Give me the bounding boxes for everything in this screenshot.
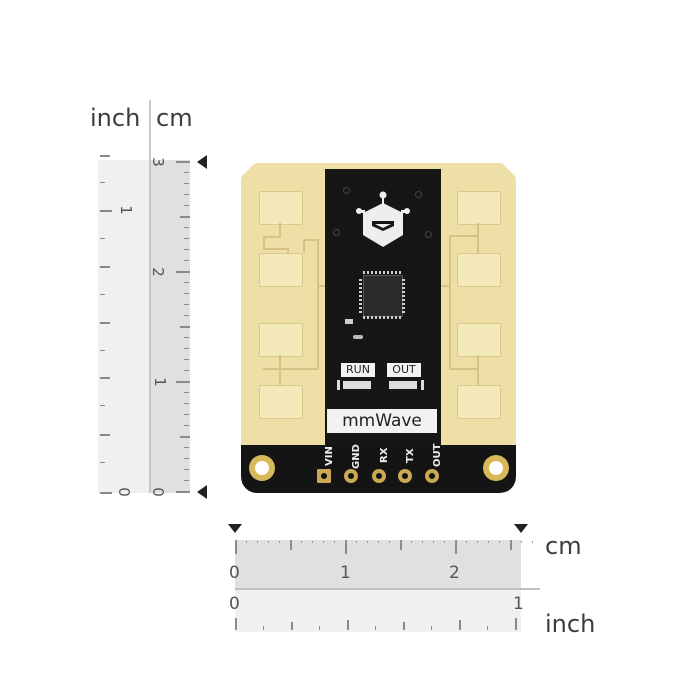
out-led-label: OUT	[387, 363, 421, 377]
vertical-cm-number-2: 2	[149, 267, 167, 277]
horizontal-inch-number-1: 1	[513, 594, 524, 614]
vertical-cm-number-1: 1	[151, 377, 169, 387]
board-name-label: mmWave	[327, 409, 437, 433]
pin-rx	[372, 469, 386, 483]
vertical-ruler-inch-label: inch	[90, 104, 141, 132]
run-led	[343, 381, 371, 389]
out-led	[389, 381, 417, 389]
vertical-inch-number-1: 1	[117, 205, 135, 215]
horizontal-cm-number-1: 1	[340, 563, 351, 583]
vertical-inch-number-0: 0	[115, 487, 133, 497]
vertical-ruler-inch-scale	[98, 160, 150, 493]
top-marker-arrow-icon	[197, 155, 207, 169]
pin-header-area	[241, 445, 516, 493]
left-marker-arrow-icon	[228, 524, 242, 533]
vertical-cm-number-0: 0	[149, 487, 167, 497]
pin-label-rx: RX	[379, 447, 390, 463]
logo-icon	[356, 191, 410, 247]
antenna-pad	[259, 191, 303, 225]
pin-vin	[317, 469, 331, 483]
antenna-pad	[259, 323, 303, 357]
vertical-ruler-cm-label: cm	[156, 104, 193, 132]
vertical-ruler-divider	[149, 100, 151, 493]
horizontal-cm-number-0: 0	[229, 563, 240, 583]
bottom-marker-arrow-icon	[197, 485, 207, 499]
antenna-pad	[259, 385, 303, 419]
horizontal-ruler-inch-label: inch	[545, 610, 596, 638]
horizontal-cm-number-2: 2	[449, 563, 460, 583]
pin-label-out: OUT	[432, 443, 443, 467]
pin-tx	[398, 469, 412, 483]
pin-label-tx: TX	[405, 448, 416, 463]
pin-label-vin: VIN	[324, 446, 335, 466]
radar-chip	[363, 275, 403, 317]
horizontal-ruler-cm-scale	[235, 540, 521, 588]
mounting-hole-right	[483, 455, 509, 481]
horizontal-ruler-inch-scale	[235, 590, 521, 632]
antenna-pad	[457, 385, 501, 419]
antenna-pad	[457, 323, 501, 357]
right-marker-arrow-icon	[514, 524, 528, 533]
antenna-pad	[457, 191, 501, 225]
vertical-cm-number-3: 3	[149, 157, 167, 167]
antenna-pad	[259, 253, 303, 287]
horizontal-ruler-divider	[235, 588, 540, 590]
pin-out	[425, 469, 439, 483]
antenna-pad	[457, 253, 501, 287]
mounting-hole-left	[249, 455, 275, 481]
pin-gnd	[344, 469, 358, 483]
run-led-label: RUN	[341, 363, 375, 377]
horizontal-ruler-cm-label: cm	[545, 532, 582, 560]
soldermask-center: RUN OUT mmWave	[325, 169, 441, 459]
horizontal-inch-number-0: 0	[229, 594, 240, 614]
pin-label-gnd: GND	[351, 444, 362, 469]
mmwave-sensor-board: RUN OUT mmWave VIN GND RX TX OUT	[241, 163, 516, 493]
